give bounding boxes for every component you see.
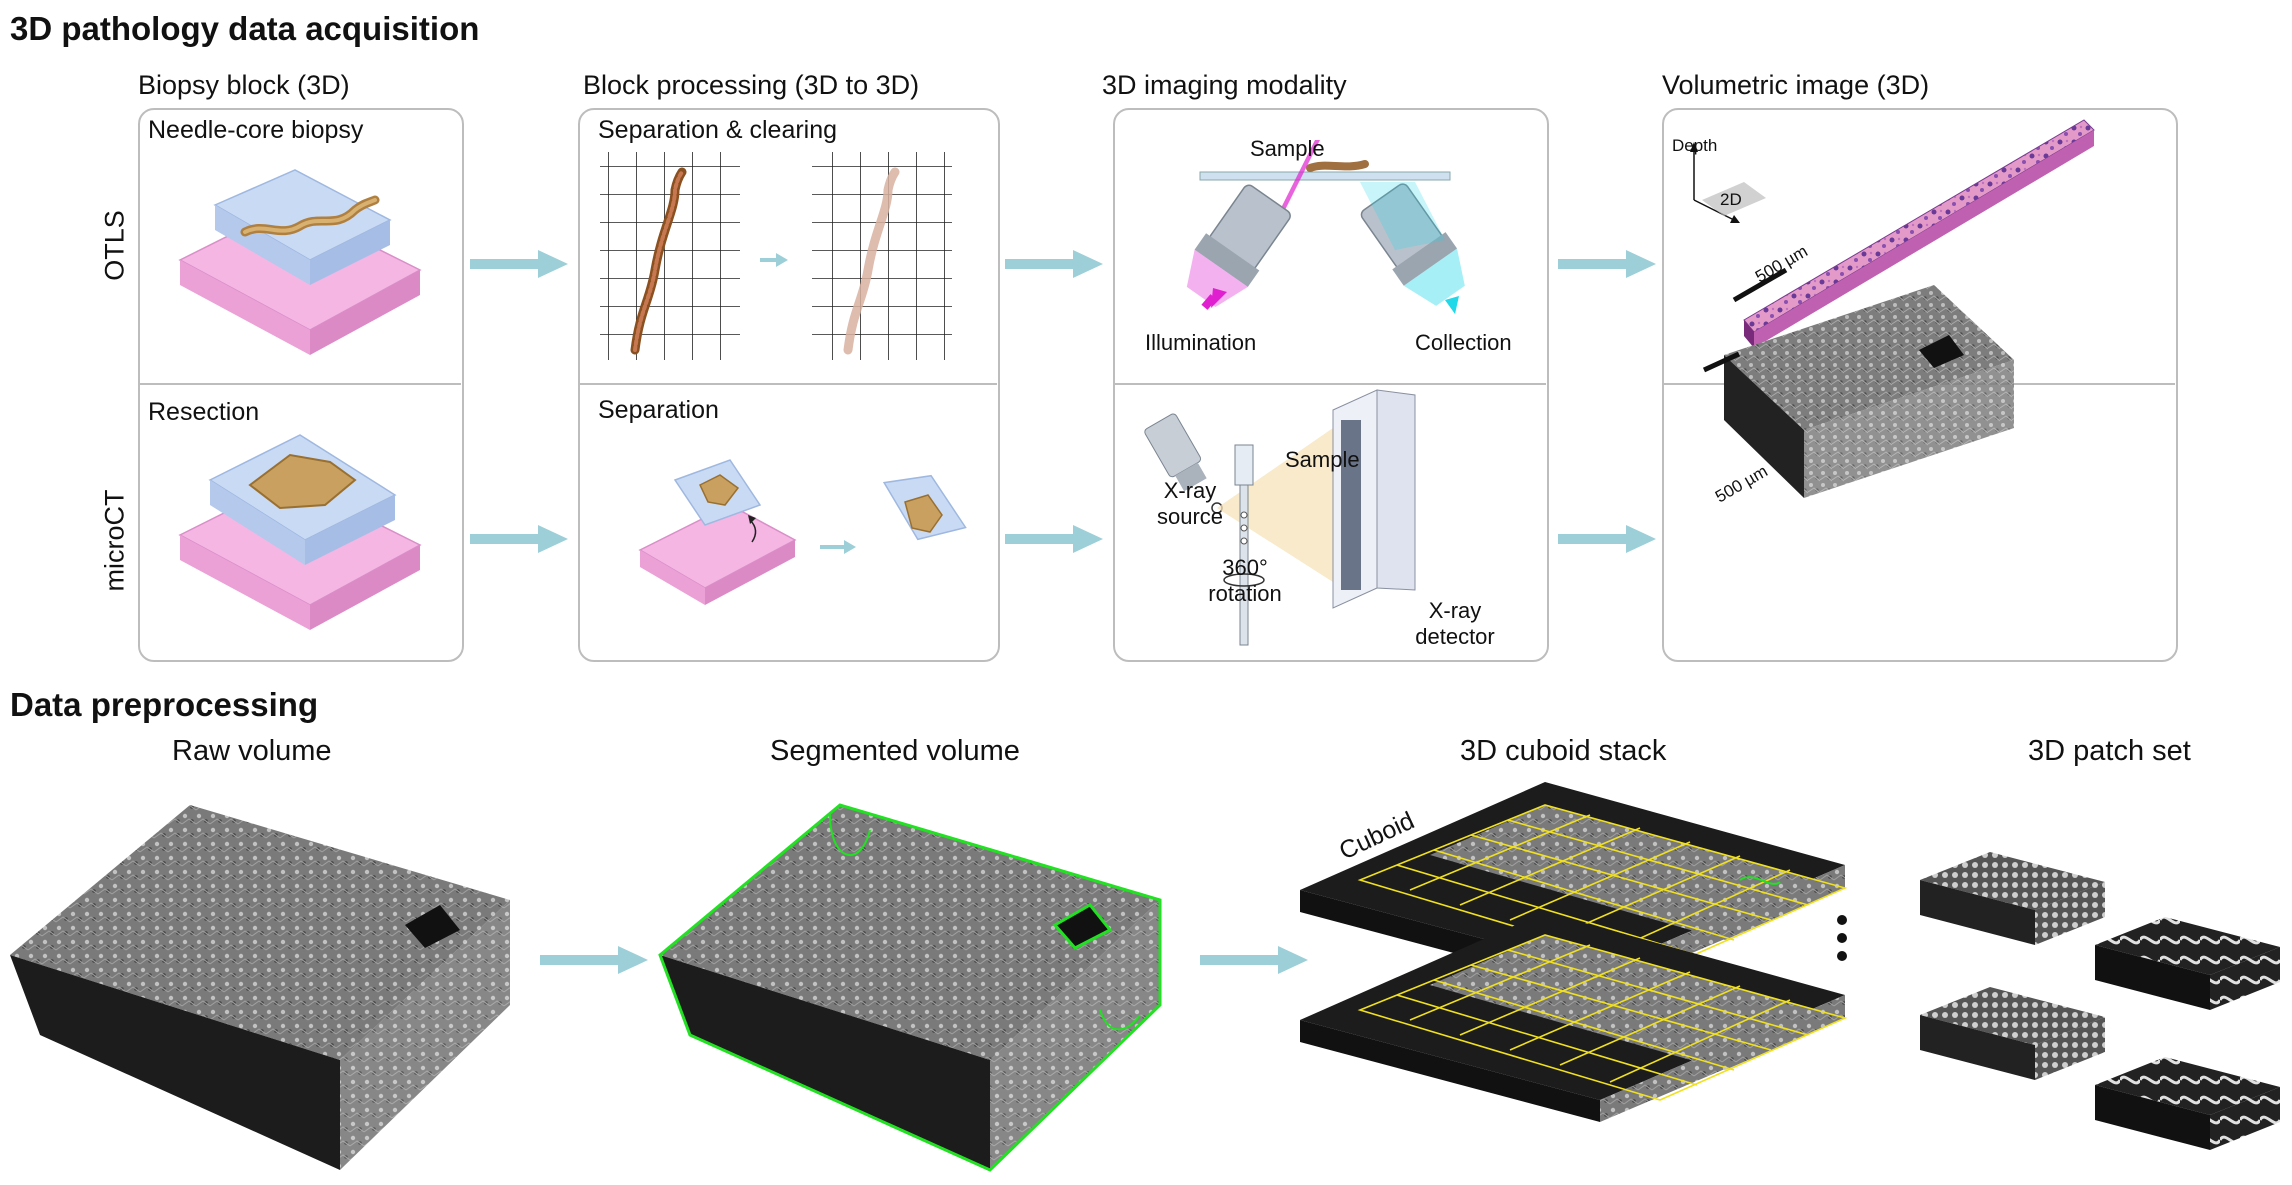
clearing-grid-after: [812, 152, 952, 360]
imaging-divider: [1114, 383, 1546, 385]
collection-label: Collection: [1415, 330, 1512, 355]
arrow-otls-2: [1005, 250, 1103, 278]
ct-sample-label: Sample: [1285, 447, 1360, 472]
block-processing-illustrations: [600, 152, 967, 605]
needle-core-label: Needle-core biopsy: [148, 116, 364, 144]
rotation-label: 360° rotation: [1208, 555, 1282, 606]
needle-core-cassette: [178, 169, 422, 355]
arrow-ct-1: [470, 525, 568, 553]
block-processing-divider: [579, 383, 997, 385]
separation-label: Separation: [598, 396, 719, 424]
row-label-otls: OTLS: [99, 210, 130, 281]
col-title-imaging: 3D imaging modality: [1102, 70, 1347, 100]
step-cuboid-stack: 3D cuboid stack: [1460, 735, 1667, 767]
col-title-block-processing: Block processing (3D to 3D): [583, 70, 920, 100]
cuboid-stack: [1300, 782, 1848, 1122]
preprocessing-illustrations: [10, 782, 2280, 1172]
clearing-grid-before: [600, 152, 740, 360]
raw-volume: [10, 805, 510, 1170]
otls-sample-label: Sample: [1250, 136, 1325, 161]
biopsy-divider: [139, 383, 461, 385]
sep-clearing-label: Separation & clearing: [598, 116, 838, 144]
illumination-label: Illumination: [1145, 330, 1257, 355]
imaging-illustrations: [1144, 140, 1465, 646]
biopsy-illustrations: [178, 169, 422, 630]
resection-cassette: [178, 434, 422, 630]
depth-label: Depth: [1672, 136, 1718, 155]
col-title-volumetric: Volumetric image (3D): [1662, 70, 1930, 100]
step-raw-volume: Raw volume: [172, 735, 332, 767]
arrow-otls-1: [470, 250, 568, 278]
detector-label: X-ray detector: [1415, 598, 1495, 649]
patch-set: [1920, 852, 2280, 1150]
resection-label: Resection: [148, 398, 260, 426]
arrow-otls-3: [1558, 250, 1656, 278]
segmented-volume: [658, 803, 1162, 1172]
step-patch-set: 3D patch set: [2028, 735, 2191, 767]
preprocessing-title: Data preprocessing: [10, 686, 319, 723]
arrow-ct-2: [1005, 525, 1103, 553]
row-label-microct: microCT: [99, 489, 130, 592]
col-title-biopsy: Biopsy block (3D): [138, 70, 350, 100]
arrow-ct-3: [1558, 525, 1656, 553]
volumetric-illustrations: [1690, 119, 2095, 498]
twod-label: 2D: [1720, 190, 1742, 209]
acquisition-title: 3D pathology data acquisition: [10, 10, 480, 47]
step-segmented-volume: Segmented volume: [770, 735, 1020, 767]
xray-source-label: X-ray source: [1156, 478, 1224, 529]
